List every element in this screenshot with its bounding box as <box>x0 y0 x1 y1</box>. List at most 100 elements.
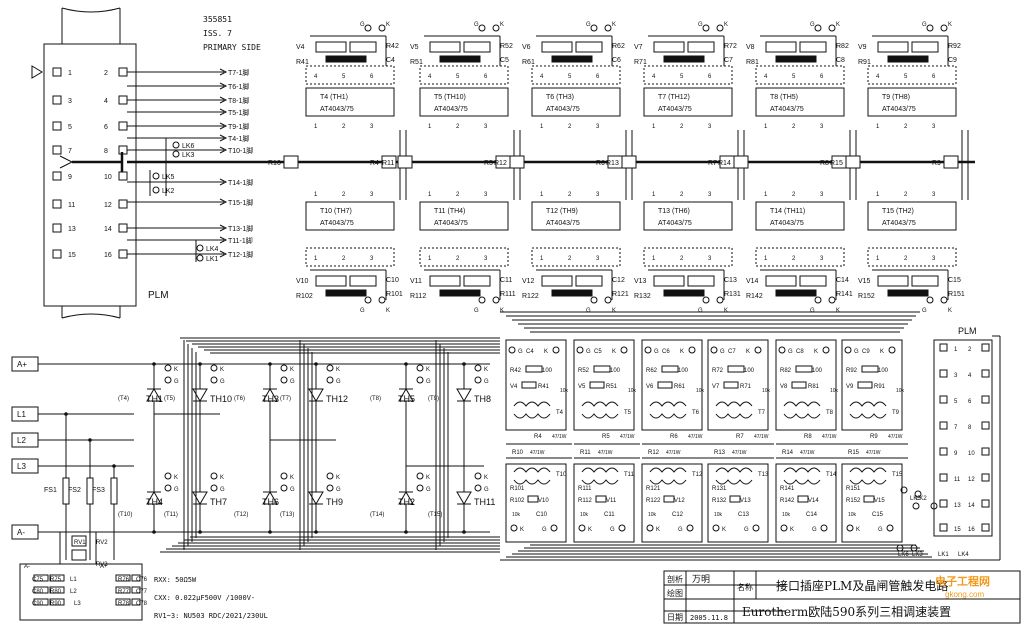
terminal-letter: K <box>880 349 884 355</box>
transformer-ref: (T14) <box>370 512 384 518</box>
transformer-winding <box>649 413 687 419</box>
pin-number: 2 <box>568 124 572 130</box>
transformer-winding <box>649 479 687 485</box>
transformer-part: AT4043/75 <box>770 220 804 227</box>
terminal-g <box>164 376 172 384</box>
terminal-letter: K <box>220 367 224 373</box>
terminal-letter: G <box>220 379 225 385</box>
link-terminal <box>152 186 160 194</box>
thyristor-symbol <box>146 491 162 505</box>
component-label: V11 <box>410 278 422 285</box>
component-value: 47/1W <box>598 450 613 456</box>
doc-number: 355851 <box>203 15 232 24</box>
component-label: R142 <box>746 293 763 300</box>
link-label: LK6 <box>898 552 909 558</box>
terminal-letter: K <box>790 527 794 533</box>
terminal-g <box>590 24 598 32</box>
resistor <box>687 41 715 53</box>
transformer-ref: (T5) <box>164 396 175 402</box>
terminal-letter: G <box>744 527 749 533</box>
transformer-winding <box>581 401 619 407</box>
transformer-part: AT4043/75 <box>770 106 804 113</box>
transformer-box <box>755 87 845 117</box>
resistor <box>887 289 929 297</box>
pin-number: 4 <box>314 74 318 80</box>
link-label: LK4 <box>958 552 969 558</box>
terminal-g <box>416 484 424 492</box>
transformer-part: AT4043/75 <box>658 220 692 227</box>
terminal-letter: K <box>722 527 726 533</box>
pin-pad <box>939 343 948 352</box>
bus-label: R9 <box>870 434 878 440</box>
resistor <box>381 155 397 169</box>
component-label: C13 <box>724 277 737 284</box>
pin-number: 6 <box>370 74 374 80</box>
component-label: V13 <box>634 278 647 285</box>
capacitor <box>131 574 141 582</box>
junction-dot <box>314 530 318 534</box>
resistor <box>687 275 715 287</box>
primary-label: T12-1脚 <box>228 250 253 259</box>
diode-box <box>541 275 573 287</box>
pin-number: 1 <box>314 192 318 198</box>
pin-number: 2 <box>456 124 460 130</box>
pin-number: 16 <box>968 527 975 533</box>
terminal-letter: G <box>426 379 431 385</box>
transformer-winding <box>849 401 887 407</box>
snubber-label: C77 <box>136 589 148 595</box>
snubber-label: R90 <box>50 601 62 607</box>
pin-pad <box>981 421 990 430</box>
terminal-letter: G <box>586 22 591 28</box>
pin-number: 1 <box>540 192 544 198</box>
thyristor-symbol <box>146 388 162 402</box>
arrow <box>219 82 228 90</box>
resistor <box>663 495 675 503</box>
primary-label: T8-1脚 <box>228 96 249 105</box>
diode-box <box>877 275 909 287</box>
transformer-part: AT4043/75 <box>882 106 916 113</box>
transformer-label: T4 <box>556 410 564 416</box>
terminal-letter: G <box>484 379 489 385</box>
terminal-k <box>474 364 482 372</box>
component-value: 47/1W <box>888 434 903 440</box>
component-label: C14 <box>836 277 849 284</box>
thyristor-symbol <box>192 388 208 402</box>
component-value: 10k <box>896 388 905 394</box>
pin-pad <box>52 249 62 259</box>
transformer-ref: (T15) <box>428 512 442 518</box>
snubber-label: R77 <box>118 589 130 595</box>
component-label: R52 <box>578 368 590 374</box>
pin-number: 6 <box>708 74 712 80</box>
pin-number: 6 <box>596 74 600 80</box>
component-label: C8 <box>836 57 845 64</box>
pin-pad <box>52 145 62 155</box>
fuse <box>62 477 70 505</box>
component-label: V4 <box>510 384 518 390</box>
terminal-letter: K <box>724 22 728 28</box>
transformer-part: AT4043/75 <box>434 220 468 227</box>
diode-box <box>723 381 739 389</box>
link-label: LK1 <box>938 552 949 558</box>
bus-resistor-label: R9 <box>932 160 941 167</box>
component-label: R111 <box>578 486 592 492</box>
component-label: R152 <box>846 498 861 504</box>
resistor <box>463 41 491 53</box>
pin-number: 3 <box>68 98 72 105</box>
junction-dot <box>404 362 408 366</box>
terminal-letter: G <box>878 527 883 533</box>
thyristor-label: TH10 <box>210 394 232 404</box>
component-value: 10k <box>782 512 791 518</box>
terminal-g <box>478 24 486 32</box>
terminal-letter: K <box>174 475 178 481</box>
driver-bottom-frame <box>505 463 567 543</box>
component-label: R81 <box>746 59 759 66</box>
pin-number: 2 <box>792 124 796 130</box>
pin-number: 3 <box>932 124 936 130</box>
link-terminal <box>152 172 160 180</box>
component-label: C12 <box>672 512 684 518</box>
resistor <box>775 289 817 297</box>
component-value: 10k <box>580 512 589 518</box>
transformer-part: AT4043/75 <box>882 220 916 227</box>
component-label: C11 <box>500 277 512 284</box>
